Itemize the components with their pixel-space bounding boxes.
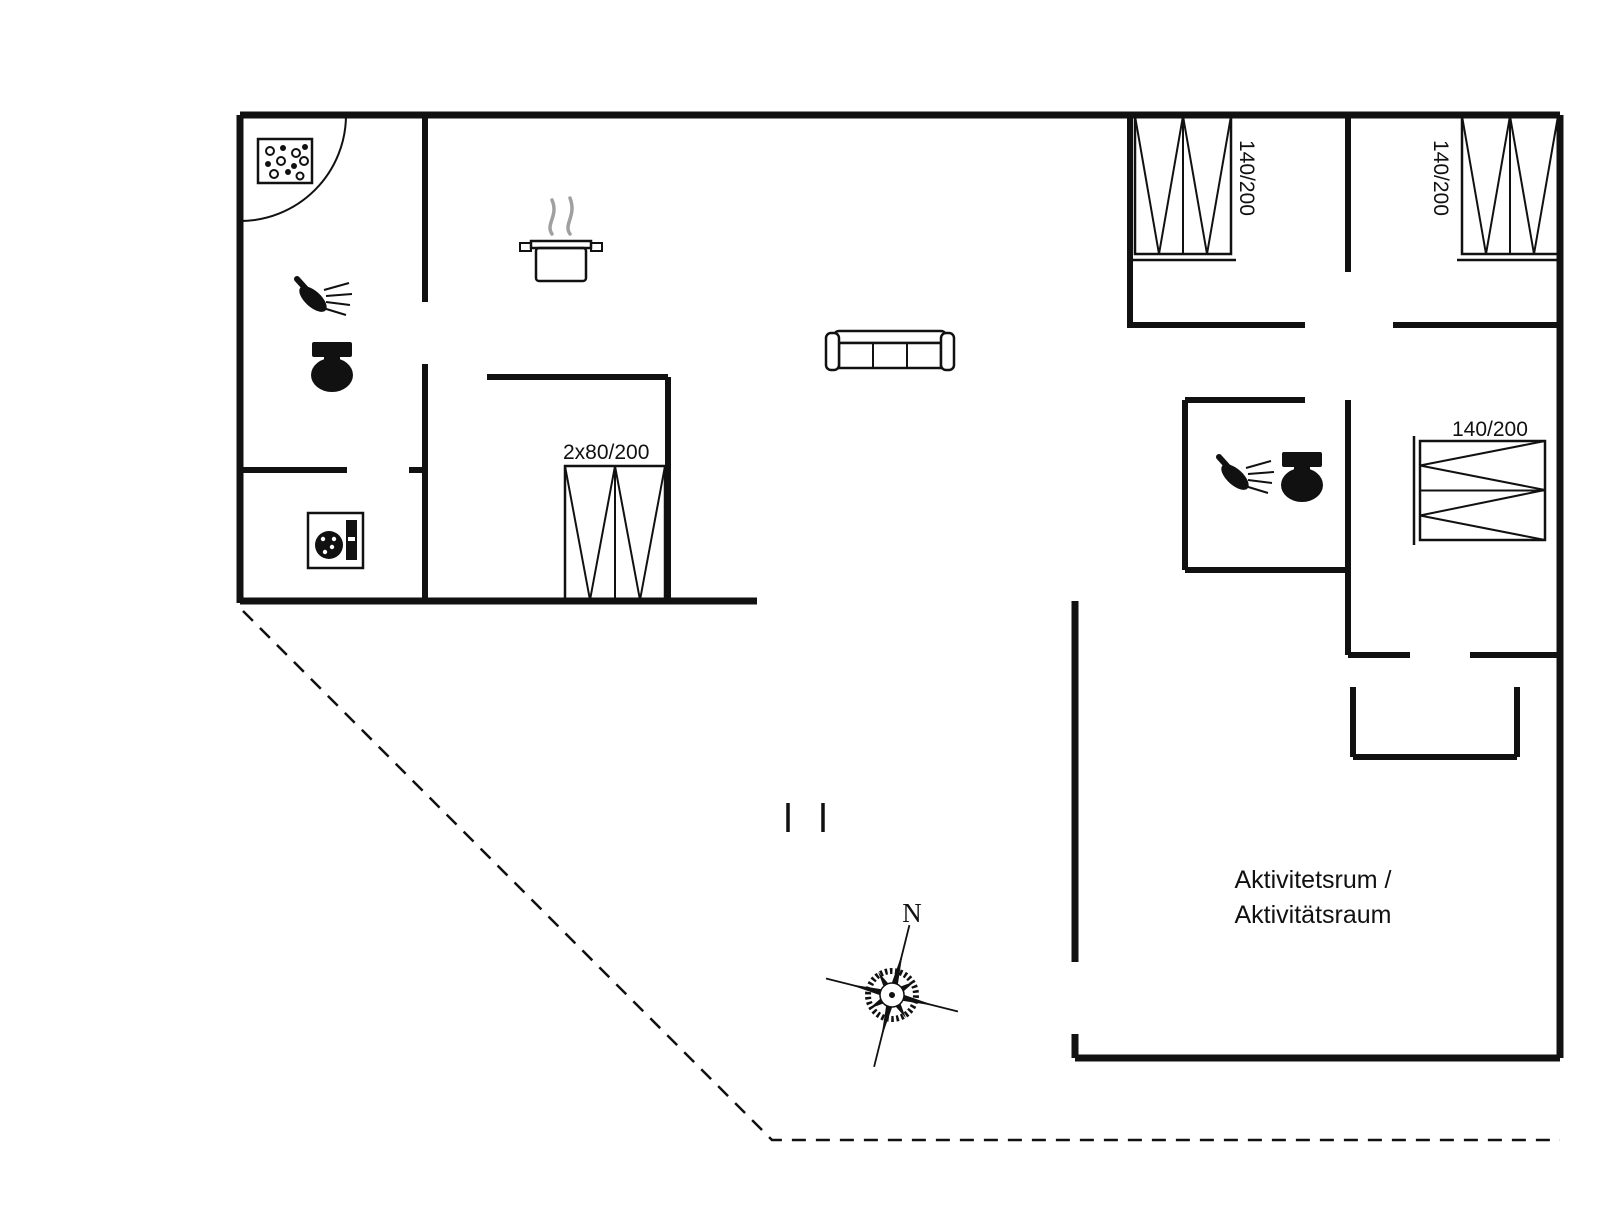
mat-pebble xyxy=(291,163,297,169)
bed3-label: 140/200 xyxy=(1452,418,1528,441)
washer-dot xyxy=(331,536,337,542)
bed-duvet-lines xyxy=(1134,115,1232,255)
sofa-back xyxy=(832,329,948,345)
sofa-armrest-left xyxy=(824,331,841,372)
bed-duvet-lines xyxy=(1419,440,1546,541)
washer-dot xyxy=(329,544,335,550)
entrance-door-arc xyxy=(239,114,347,222)
shower-spray xyxy=(1244,460,1275,494)
pot-handle-left xyxy=(519,242,532,252)
toilet-icon-2 xyxy=(1281,452,1323,502)
sofa-icon xyxy=(824,329,956,372)
sofa-armrest-right xyxy=(939,331,956,372)
shower-head xyxy=(299,286,327,312)
shower-icon-2 xyxy=(1216,454,1275,494)
sofa-seat xyxy=(837,341,943,370)
compass-center-dot xyxy=(889,992,895,998)
toilet-bowl xyxy=(311,358,353,392)
bathroom1-icons xyxy=(294,276,353,392)
bathroom2-icons xyxy=(1216,452,1323,502)
bed-duvet-lines xyxy=(1461,115,1559,255)
pot-body xyxy=(534,246,588,283)
shower-spray xyxy=(322,282,353,316)
bed1-label: 140/200 xyxy=(1235,140,1258,216)
exterior-walls xyxy=(236,111,1564,1062)
mat-pebble xyxy=(291,148,301,158)
bed2-label: 140/200 xyxy=(1429,140,1452,216)
double-bed-icon-1 xyxy=(1130,114,1236,262)
activity-room-label-line1: Aktivitetsrum / xyxy=(1235,866,1392,894)
mat-pebble xyxy=(302,144,308,150)
terrace-boundary-dashed xyxy=(242,610,1560,1142)
wardrobe-label: 2x80/200 xyxy=(563,441,649,464)
compass-serrated-ring xyxy=(865,968,919,1022)
steam-line xyxy=(548,198,556,236)
double-bed-icon-2 xyxy=(1457,114,1560,262)
mat-pebble xyxy=(280,145,286,151)
stove-pot-icon xyxy=(519,196,603,283)
washing-machine-icon xyxy=(306,511,365,570)
interior-walls xyxy=(240,115,1560,760)
terrace-step-marks xyxy=(786,803,825,832)
washer-bar-slit xyxy=(348,537,355,541)
wardrobe-doors xyxy=(564,465,666,601)
washer-spray-blob xyxy=(315,531,343,559)
mat-pebble xyxy=(285,169,291,175)
washer-frame xyxy=(306,511,365,570)
sofa-cushion-lines xyxy=(872,343,908,368)
walls xyxy=(236,111,1564,1142)
mat-pebble xyxy=(276,156,286,166)
wardrobe-icon xyxy=(563,464,667,602)
pot-handle-right xyxy=(590,242,603,252)
mat-pebble xyxy=(295,171,305,181)
mat-pebble xyxy=(265,146,275,156)
entrance-mat-icon xyxy=(256,137,314,185)
compass-rose-icon xyxy=(825,924,959,1068)
mat-pebble xyxy=(269,169,279,179)
toilet-bowl xyxy=(1281,468,1323,502)
compass-north-label: N xyxy=(902,898,922,928)
activity-room-label-line2: Aktivitätsraum xyxy=(1235,901,1392,929)
toilet-tank xyxy=(1282,452,1322,467)
shower-head xyxy=(1221,464,1249,490)
toilet-icon xyxy=(311,342,353,392)
washer-dot xyxy=(322,549,328,555)
double-bed-icon-3 xyxy=(1412,436,1547,545)
mat-pebble xyxy=(265,161,271,167)
steam-line xyxy=(566,196,574,236)
washer-dot xyxy=(320,536,326,542)
mat-pebble xyxy=(299,156,309,166)
shower-icon xyxy=(294,276,353,316)
entrance-mat-frame xyxy=(256,137,314,185)
toilet-tank xyxy=(312,342,352,357)
